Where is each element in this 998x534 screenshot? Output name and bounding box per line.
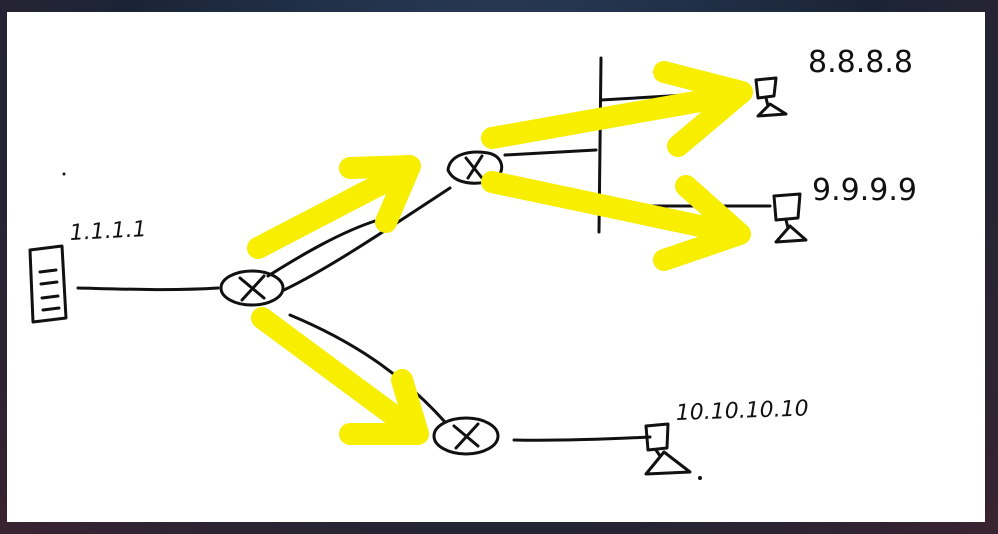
host-mid-icon bbox=[772, 192, 808, 244]
host-top-icon bbox=[754, 76, 788, 118]
server-icon bbox=[28, 244, 68, 324]
link-server-router-a bbox=[76, 286, 220, 292]
router-b-icon bbox=[446, 150, 504, 185]
link-router-a-router-b-2 bbox=[282, 186, 452, 292]
label-dest-mid-ip: 9.9.9.9 bbox=[812, 173, 917, 208]
host-bottom-icon bbox=[644, 422, 692, 476]
flow-arrow-a-to-b bbox=[247, 155, 421, 259]
label-dest-top-ip: 8.8.8.8 bbox=[808, 45, 913, 80]
link-router-a-router-c bbox=[288, 313, 447, 424]
label-dest-bottom-ip: 10.10.10.10 bbox=[675, 396, 809, 426]
flow-arrow-a-to-c bbox=[251, 307, 429, 445]
link-router-b-hub bbox=[503, 148, 598, 157]
link-router-c-host-bottom bbox=[512, 435, 652, 442]
label-source-ip: 1.1.1.1 bbox=[69, 217, 147, 246]
router-a-icon bbox=[219, 269, 285, 307]
router-c-icon bbox=[432, 416, 500, 456]
whiteboard-canvas bbox=[7, 12, 985, 522]
flow-arrow-b-to-top bbox=[481, 61, 753, 157]
flow-arrow-b-to-mid bbox=[481, 171, 751, 271]
link-router-a-router-b-1 bbox=[266, 218, 380, 278]
